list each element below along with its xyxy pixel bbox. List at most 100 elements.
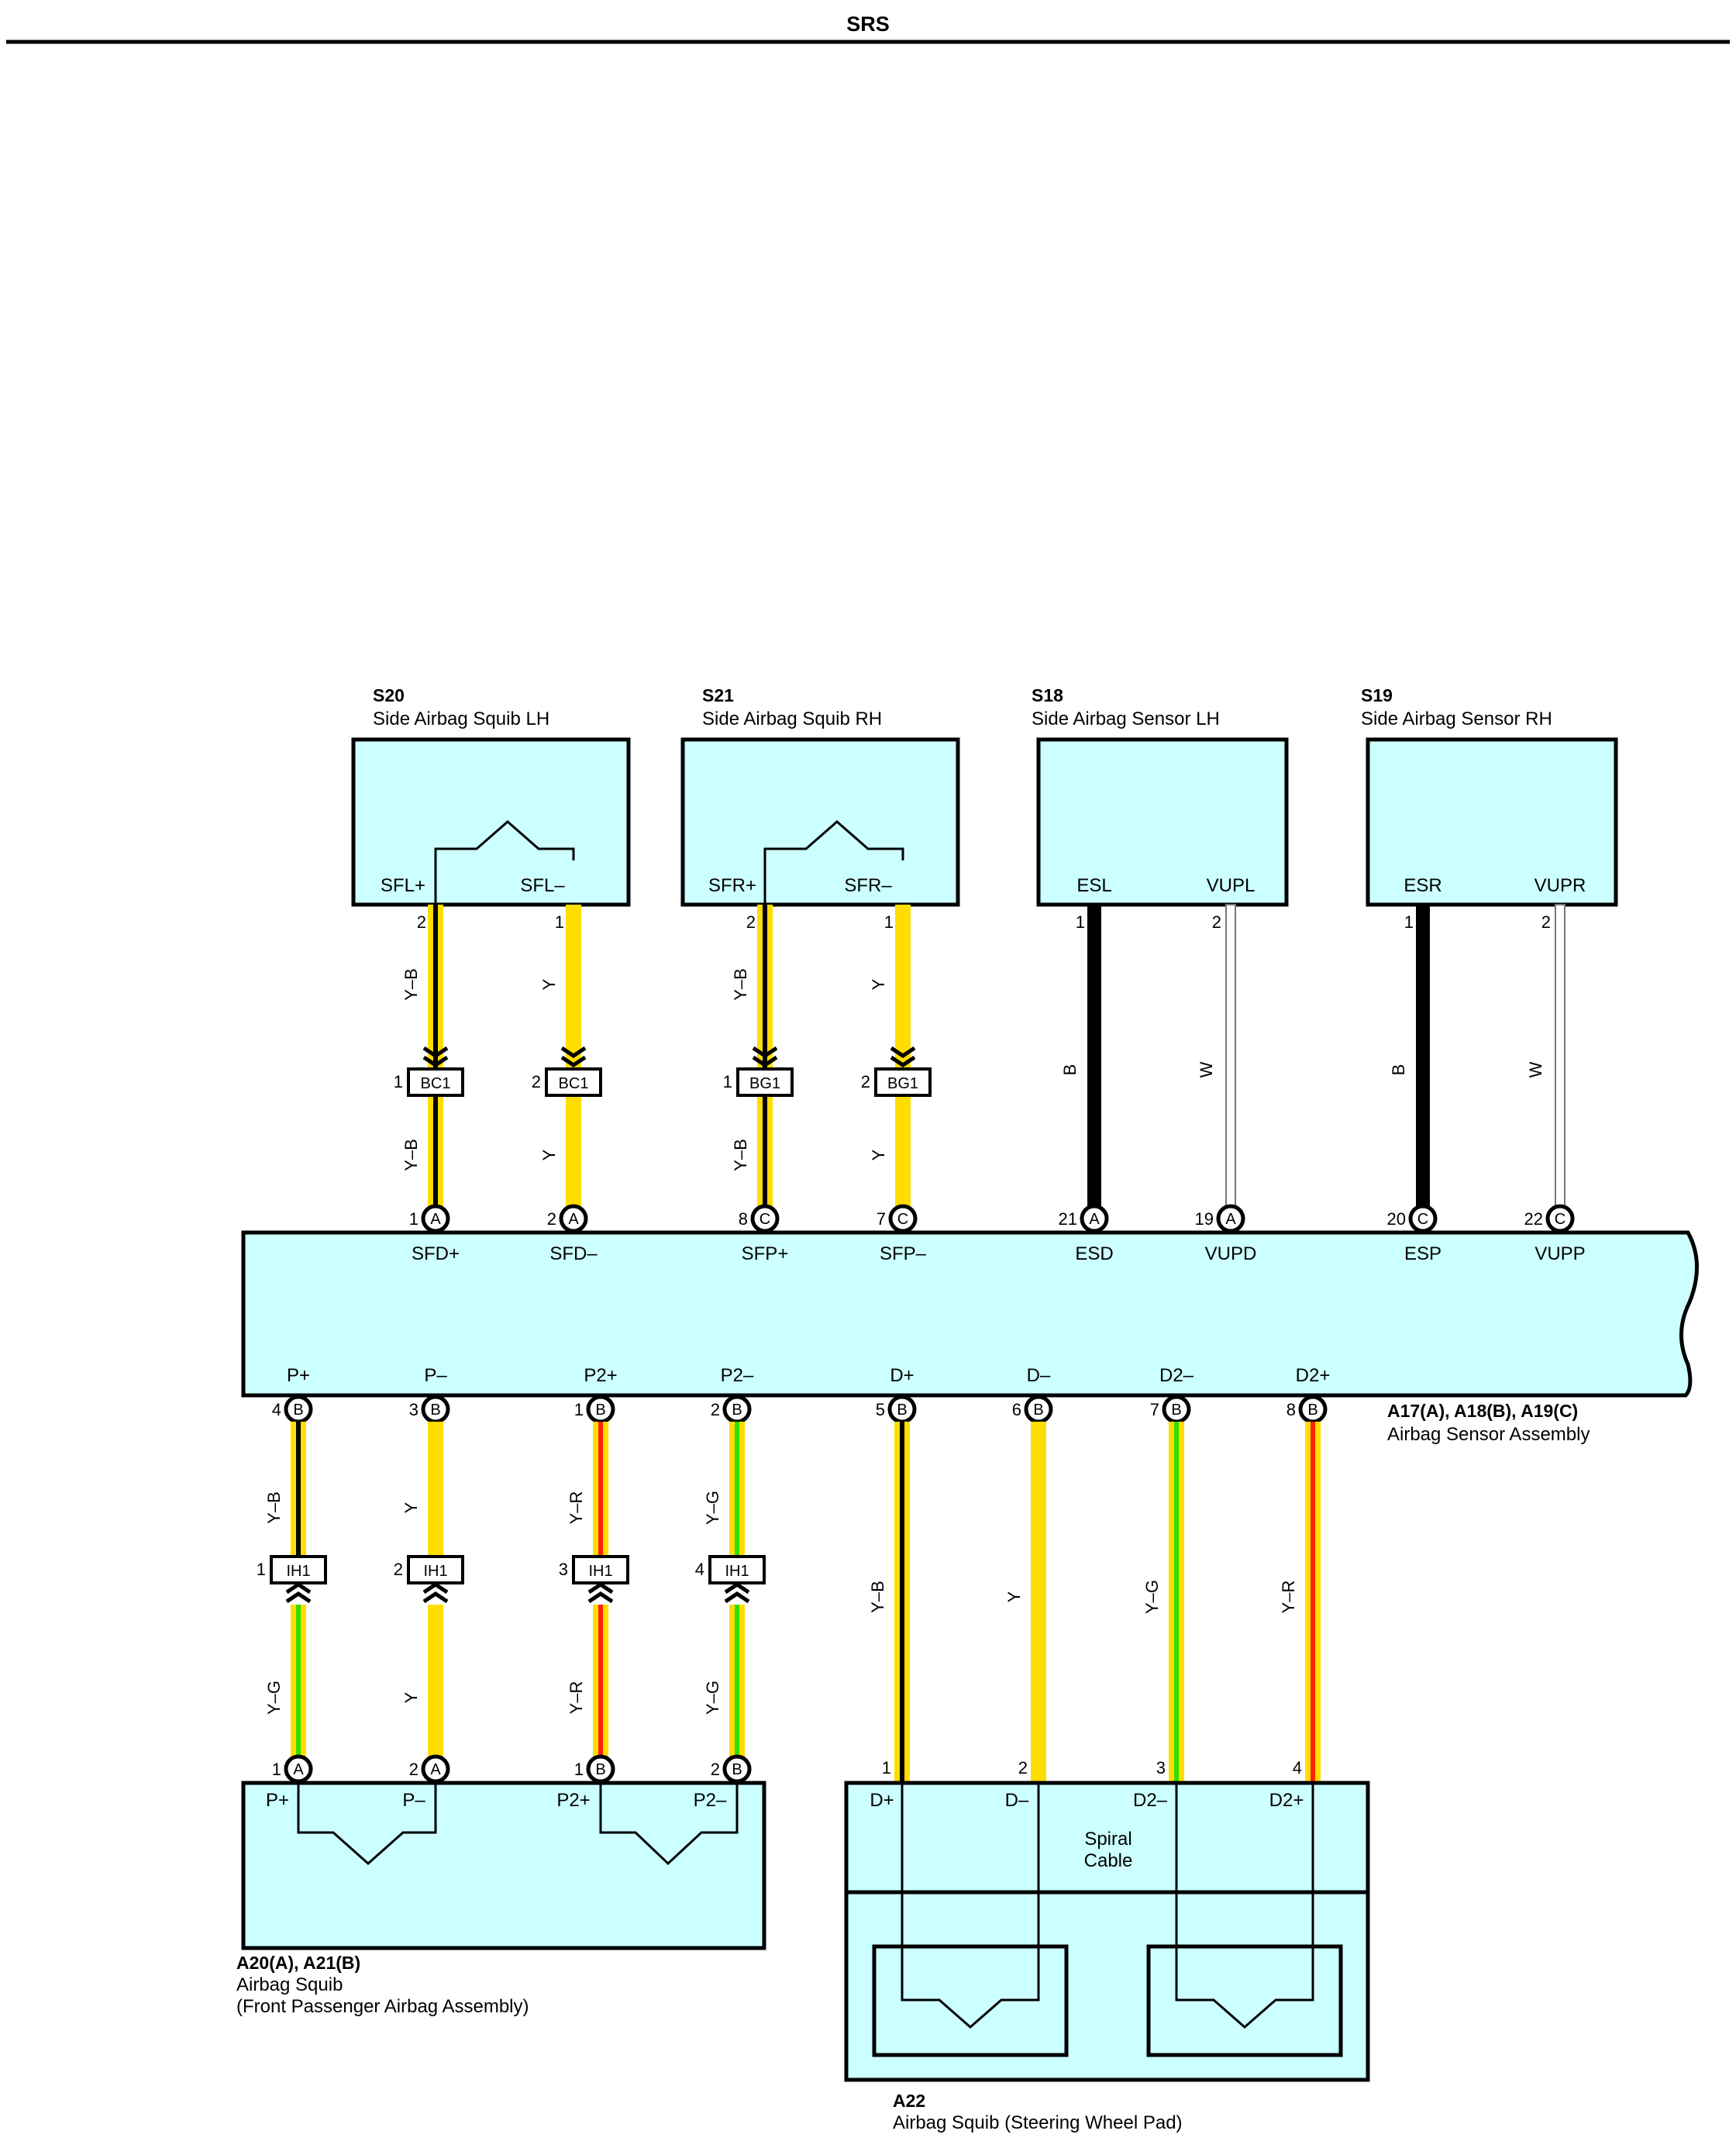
passenger-wire-code-b-2: Y–R — [567, 1681, 586, 1715]
a22-term-d2-plus: D2+ — [1269, 1790, 1304, 1811]
upper-wire-b-2 — [757, 1095, 773, 1220]
upper-wire-code-7: W — [1526, 1061, 1545, 1078]
ecu-bottom-term-3: P2– — [721, 1365, 754, 1386]
ecu-bottom-connector-3: B — [722, 1395, 752, 1424]
ecu-top-connector-7: C — [1545, 1204, 1575, 1233]
ecu-bottom-connector-0: B — [284, 1395, 313, 1424]
upper-pin-4: 1 — [1076, 912, 1085, 932]
a20-name: Airbag Squib — [236, 1974, 343, 1995]
upper-wire-code-b-3: Y — [869, 1149, 888, 1160]
a20-id: A20(A), A21(B) — [236, 1953, 360, 1973]
s19-term-esr: ESR — [1404, 875, 1442, 896]
passenger-junction-3: IH1 — [708, 1555, 766, 1584]
ecu-top-terminals: A1SFD+A2SFD–C8SFP+C7SFP–A21ESDA19VUPDC20… — [409, 1204, 1586, 1264]
ecu-bottom-pin-4: 5 — [876, 1400, 885, 1419]
passenger-wire-b-1 — [428, 1605, 443, 1757]
upper-wire-code-4: B — [1060, 1064, 1080, 1076]
passenger-connector-0: A — [284, 1754, 313, 1784]
upper-chevron-0 — [422, 1046, 449, 1068]
svg-text:B: B — [430, 1402, 440, 1419]
ecu-bottom-term-5: D– — [1027, 1365, 1051, 1386]
s20-term-neg: SFL– — [520, 875, 565, 896]
upper-wire-b-0 — [428, 1095, 443, 1220]
ecu-bottom-pin-1: 3 — [409, 1400, 418, 1419]
driver-pin-0: 1 — [882, 1758, 891, 1777]
ecu-bottom-pin-3: 2 — [711, 1400, 720, 1419]
upper-wire-code-b-2: Y–B — [731, 1139, 750, 1171]
passenger-junction-pin-0: 1 — [257, 1560, 266, 1579]
page-title: SRS — [846, 12, 890, 36]
svg-text:C: C — [1417, 1211, 1428, 1228]
a20-component — [241, 1781, 766, 1950]
ecu-top-pin-1: 2 — [547, 1209, 556, 1229]
upper-wire-a-0 — [428, 905, 443, 1070]
upper-wire-code-5: W — [1197, 1061, 1216, 1078]
a22-id: A22 — [893, 2091, 925, 2111]
ecu-top-pin-3: 7 — [877, 1209, 886, 1229]
upper-wire-a-1 — [566, 905, 581, 1070]
svg-text:A: A — [1089, 1211, 1100, 1228]
junction-pin-2: 1 — [723, 1072, 732, 1091]
passenger-wire-b-3 — [729, 1605, 745, 1757]
upper-wire-b-1 — [566, 1095, 581, 1220]
ecu-top-pin-0: 1 — [409, 1209, 418, 1229]
passenger-wire-code-b-1: Y — [401, 1691, 421, 1703]
s18-term-vupl: VUPL — [1207, 875, 1256, 896]
lower-wires: Y–BIH11Y–GA1YIH12YA2Y–RIH13Y–RB1Y–GIH14Y… — [257, 1422, 1321, 1784]
svg-text:B: B — [1171, 1402, 1181, 1419]
a20-term-p2-plus: P2+ — [556, 1790, 590, 1811]
ecu-top-connector-6: C — [1408, 1204, 1438, 1233]
a20-term-p2-minus: P2– — [694, 1790, 727, 1811]
junction-pin-1: 2 — [532, 1072, 541, 1091]
passenger-junction-pin-3: 4 — [695, 1560, 704, 1579]
s19-id: S19 — [1361, 685, 1393, 705]
upper-wire-6 — [1416, 905, 1430, 1220]
driver-wire-code-0: Y–B — [868, 1581, 887, 1613]
svg-text:C: C — [1555, 1211, 1566, 1228]
passenger-wire-code-a-2: Y–R — [567, 1491, 586, 1525]
ecu-bottom-term-6: D2– — [1159, 1365, 1194, 1386]
ecu-top-term-2: SFP+ — [742, 1243, 789, 1264]
upper-wire-code-b-1: Y — [539, 1149, 559, 1160]
junction-tag-1: BC1 — [545, 1067, 602, 1097]
svg-text:A: A — [568, 1211, 579, 1228]
ecu-top-connector-5: A — [1216, 1204, 1245, 1233]
passenger-junction-pin-2: 3 — [559, 1560, 568, 1579]
svg-text:B: B — [595, 1761, 605, 1778]
ecu-top-connector-2: C — [750, 1204, 780, 1233]
ecu-top-pin-6: 20 — [1387, 1209, 1406, 1229]
svg-text:A: A — [1225, 1211, 1236, 1228]
upper-pin-7: 2 — [1541, 912, 1551, 932]
driver-wire-1 — [1031, 1422, 1046, 1783]
svg-text:IH1: IH1 — [286, 1563, 310, 1580]
ecu-top-term-6: ESP — [1404, 1243, 1442, 1264]
passenger-chevron-2 — [587, 1581, 614, 1604]
junction-pin-3: 2 — [861, 1072, 870, 1091]
upper-wire-code-a-3: Y — [869, 978, 888, 990]
s20-component: SFL+ SFL– — [351, 737, 631, 907]
passenger-pin-2: 1 — [574, 1760, 584, 1779]
ecu-top-connector-1: A — [559, 1204, 588, 1233]
driver-wire-code-1: Y — [1004, 1591, 1024, 1602]
ecu-bottom-term-0: P+ — [287, 1365, 310, 1386]
svg-text:BC1: BC1 — [421, 1075, 451, 1092]
upper-chevron-3 — [890, 1046, 916, 1068]
junction-tag-0: BC1 — [407, 1067, 464, 1097]
svg-text:A: A — [430, 1211, 441, 1228]
ecu-top-term-1: SFD– — [549, 1243, 598, 1264]
svg-text:A: A — [293, 1761, 304, 1778]
passenger-wire-code-a-3: Y–G — [703, 1491, 722, 1525]
driver-pin-1: 2 — [1018, 1758, 1028, 1777]
ecu-top-pin-4: 21 — [1059, 1209, 1077, 1229]
svg-text:B: B — [1033, 1402, 1043, 1419]
svg-text:B: B — [732, 1761, 742, 1778]
passenger-wire-code-b-0: Y–G — [264, 1681, 284, 1715]
passenger-pin-0: 1 — [272, 1760, 281, 1779]
s18-name: Side Airbag Sensor LH — [1032, 709, 1220, 729]
passenger-wire-a-0 — [291, 1422, 306, 1571]
ecu-top-term-0: SFD+ — [412, 1243, 460, 1264]
upper-pin-5: 2 — [1212, 912, 1221, 932]
ecu-id: A17(A), A18(B), A19(C) — [1387, 1401, 1578, 1421]
a22-term-d2-minus: D2– — [1133, 1790, 1168, 1811]
